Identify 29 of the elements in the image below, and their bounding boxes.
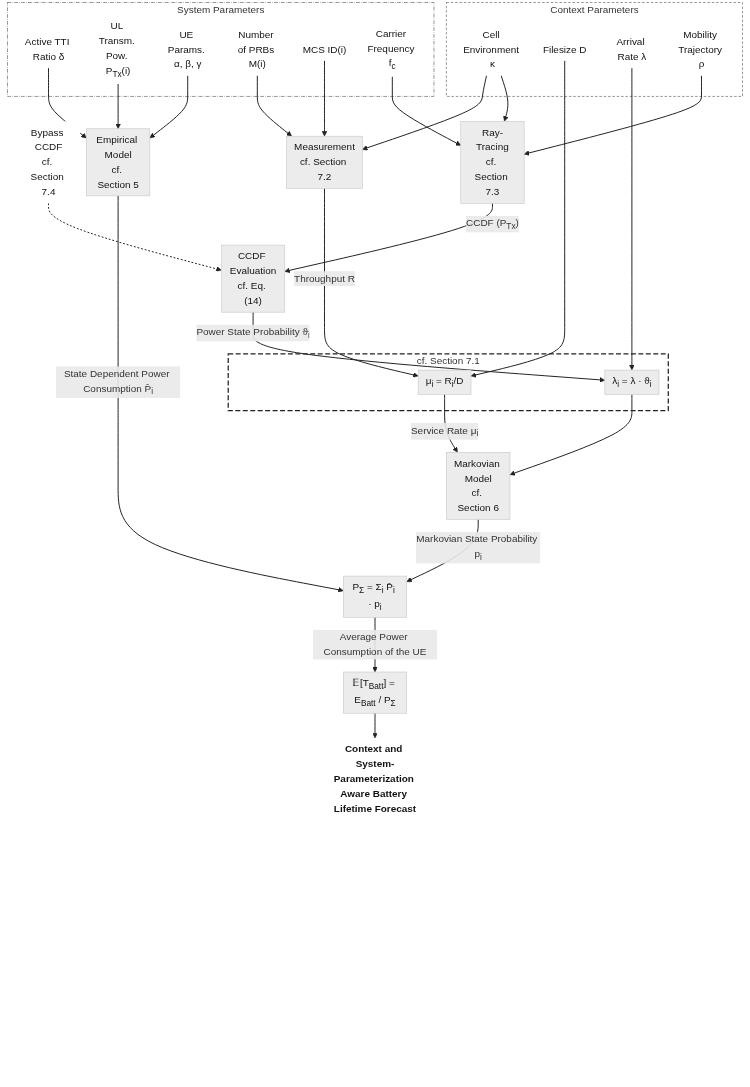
node-box: Measurement cf. Section 7.2 bbox=[286, 135, 363, 189]
node-text: UE Params. α, β, γ bbox=[167, 28, 205, 70]
node-text: MCS ID(i) bbox=[302, 43, 347, 55]
edge-label: State Dependent Power Consumption P̄$_{i}$ bbox=[63, 368, 170, 397]
edge-label: CCDF (P$_{Tx}$) bbox=[466, 217, 519, 231]
node-box: CCDF Evaluation cf. Eq. (14) bbox=[221, 244, 286, 313]
node-box: Empirical Model cf. Section 5 bbox=[86, 128, 151, 197]
node-text: Context and System-Parameterization Aware Battery Lifetime Forecast bbox=[333, 743, 417, 814]
node-box: μ$_{i}$ = R$_{i}$/D bbox=[417, 369, 472, 395]
node-box: Ray-Tracing cf. Section 7.3 bbox=[460, 121, 525, 204]
node-text: Number of PRBs M(i) bbox=[237, 28, 275, 70]
node-box: λ$_{i}$ = λ · ϑ$_{i}$ bbox=[604, 369, 660, 395]
node-text: Carrier Frequency f$_{c}$ bbox=[367, 27, 415, 71]
edge-label: Power State Probability ϑ$_{i}$ bbox=[196, 326, 310, 340]
node-text: UL Transm. Pow. P$_{Tx}$(i) bbox=[98, 20, 135, 79]
edge-label: Throughput R bbox=[294, 273, 355, 284]
node-box: 𝔼[T$_{Batt}$] = E$_{Batt}$ / P$_{Σ}$ bbox=[343, 671, 407, 714]
edge-label: Markovian State Probability p$_{i}$ bbox=[416, 533, 538, 562]
node-text: Bypass CCDF cf. Section 7.4 bbox=[30, 126, 64, 198]
node-text: Arrival Rate λ bbox=[616, 36, 647, 62]
edge-label: Average Power Consumption of the UE bbox=[323, 631, 427, 658]
node-box: Markovian Model cf. Section 6 bbox=[446, 452, 511, 520]
node-text: Cell Environment κ bbox=[463, 28, 519, 70]
node-box: P$_{Σ}$ = Σ$_{i}$ P̄$_{i}$ · p$_{i}$ bbox=[343, 575, 407, 618]
node-text: Active TTI Ratio δ bbox=[24, 36, 70, 62]
node-text: Mobility Trajectory ρ bbox=[678, 28, 723, 70]
edge-label: Service Rate μ$_{i}$ bbox=[410, 424, 479, 439]
node-text: Filesize D bbox=[542, 43, 587, 55]
arrow bbox=[284, 202, 493, 273]
